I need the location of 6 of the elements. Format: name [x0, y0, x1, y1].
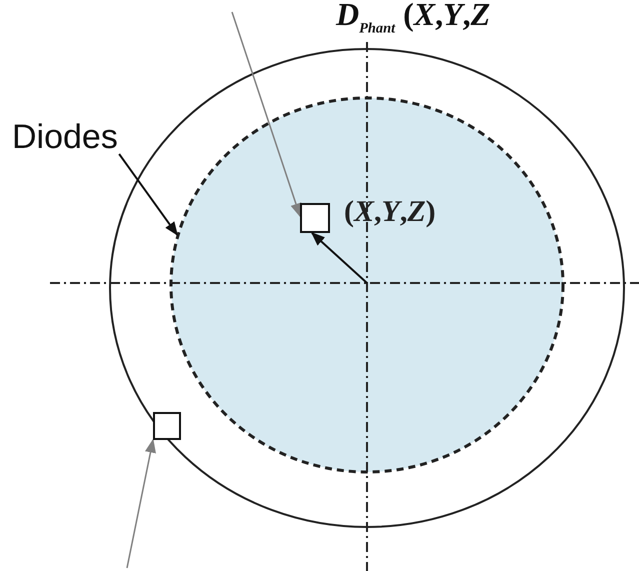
- arrow: [231, 12, 302, 218]
- arrow: [310, 232, 368, 284]
- arrow: [118, 153, 178, 236]
- label-text: Diodes: [12, 118, 118, 157]
- arrow: [126, 438, 156, 568]
- formula-title: D$_{Phant}$ (X,Y,Z: [336, 0, 490, 38]
